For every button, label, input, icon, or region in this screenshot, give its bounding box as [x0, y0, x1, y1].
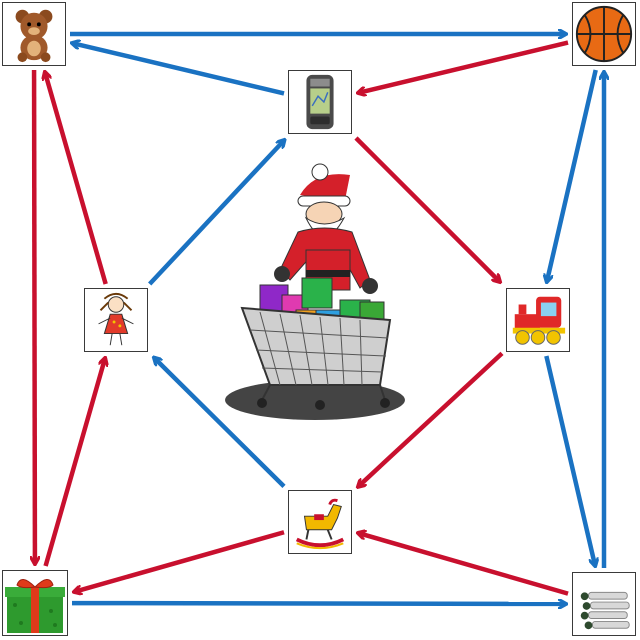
- rocking-horse-icon: [288, 490, 352, 554]
- santa-shopping-cart-icon: [220, 160, 420, 430]
- basketball-icon: [572, 2, 636, 66]
- arrow-basketball-to-train: [547, 69, 598, 282]
- arrow-basketball-to-gps: [358, 40, 569, 93]
- gps-device-icon: [288, 70, 352, 134]
- arrow-gps-to-teddy: [72, 43, 285, 96]
- arrow-gps-to-train: [354, 136, 500, 282]
- arrow-doll-to-gps: [148, 140, 285, 286]
- gift-box-icon: [2, 570, 68, 636]
- arrow-teddy-to-gift: [34, 69, 35, 564]
- arrow-horse-to-gift: [74, 530, 285, 592]
- arrow-horse-to-doll: [154, 358, 286, 488]
- arrow-gift-to-doll: [43, 358, 106, 567]
- arrow-train-to-horse: [358, 351, 504, 486]
- doll-icon: [84, 288, 148, 352]
- arrow-gift-to-tubes: [71, 603, 566, 604]
- arrow-tubes-to-horse: [358, 533, 569, 596]
- toy-train-icon: [506, 288, 570, 352]
- teddy-bear-icon: [2, 2, 66, 66]
- arrow-train-to-tubes: [544, 355, 595, 566]
- arrow-doll-to-teddy: [45, 72, 108, 285]
- test-tubes-icon: [572, 572, 636, 636]
